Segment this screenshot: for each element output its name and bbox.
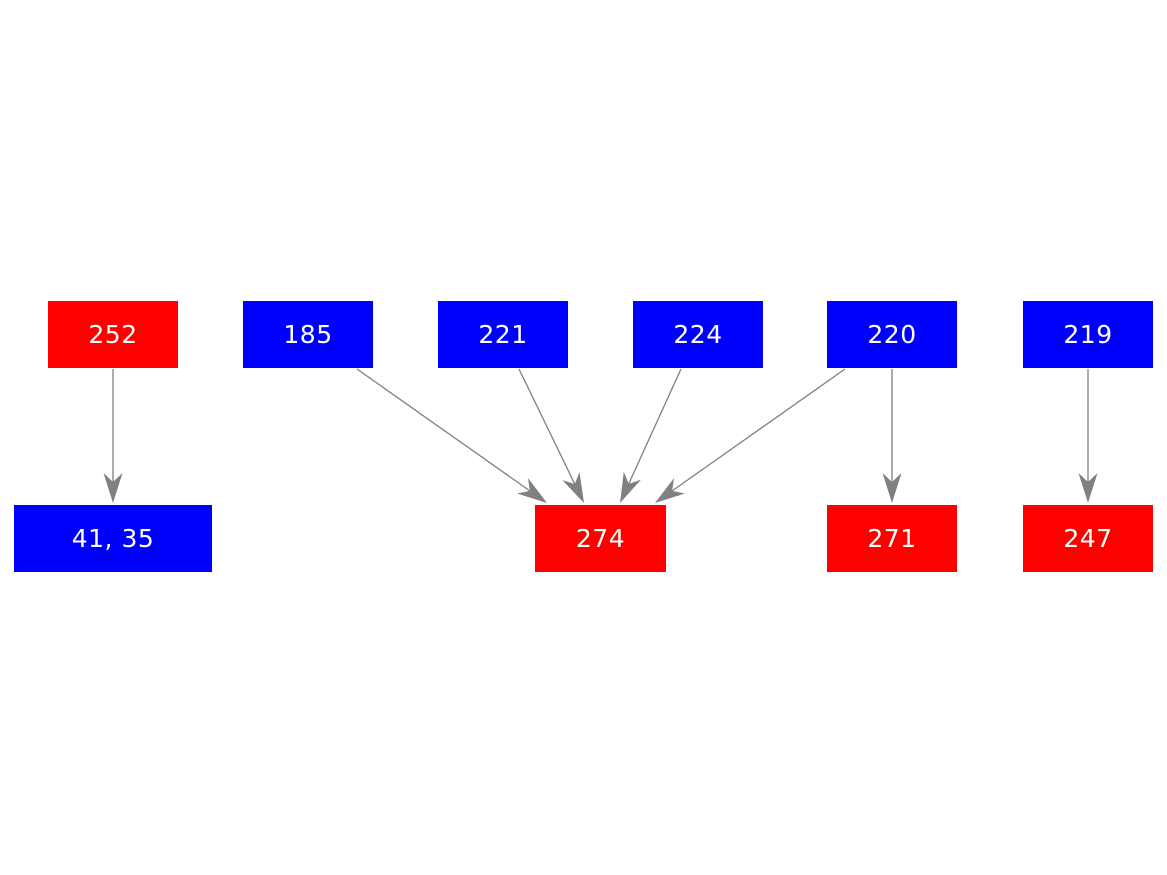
graph-node[interactable]: 221 — [438, 301, 568, 368]
graph-edge-line — [668, 368, 846, 495]
graph-edge — [620, 368, 682, 503]
graph-node[interactable]: 219 — [1023, 301, 1153, 368]
graph-node[interactable]: 252 — [48, 301, 178, 368]
graph-node-label: 247 — [1063, 524, 1113, 553]
graph-edge-line — [626, 368, 682, 489]
graph-edge-line — [356, 368, 534, 495]
graph-edge — [103, 369, 123, 503]
graph-node[interactable]: 247 — [1023, 505, 1153, 572]
graph-edge — [1078, 369, 1098, 503]
graph-node[interactable]: 41, 35 — [14, 505, 212, 572]
graph-edge-line — [518, 368, 578, 489]
graph-edge — [356, 368, 547, 503]
graph-node-label: 219 — [1063, 320, 1113, 349]
graph-edge-arrowhead — [882, 473, 902, 503]
graph-node[interactable]: 224 — [633, 301, 763, 368]
graph-node-label: 274 — [575, 524, 626, 553]
graph-edge-arrowhead — [517, 477, 547, 503]
graph-node[interactable]: 185 — [243, 301, 373, 368]
graph-node-label: 220 — [867, 320, 917, 349]
graph-edge-arrowhead — [655, 477, 685, 503]
graph-node-label: 185 — [283, 320, 333, 349]
graph-edge-arrowhead — [103, 473, 123, 503]
graph-edge-arrowhead — [620, 471, 642, 503]
graph-node[interactable]: 220 — [827, 301, 957, 368]
graph-node-label: 41, 35 — [71, 524, 155, 553]
graph-node[interactable]: 274 — [535, 505, 666, 572]
graph-edge-arrowhead — [562, 471, 584, 503]
graph-node-label: 252 — [88, 320, 138, 349]
graph-node-label: 224 — [673, 320, 723, 349]
graph-node-label: 221 — [478, 320, 528, 349]
graph-node-label: 271 — [867, 524, 917, 553]
graph-edge — [518, 368, 584, 503]
graph-edge-arrowhead — [1078, 473, 1098, 503]
graph-edge — [655, 368, 846, 503]
graph-node[interactable]: 271 — [827, 505, 957, 572]
graph-edge — [882, 369, 902, 503]
